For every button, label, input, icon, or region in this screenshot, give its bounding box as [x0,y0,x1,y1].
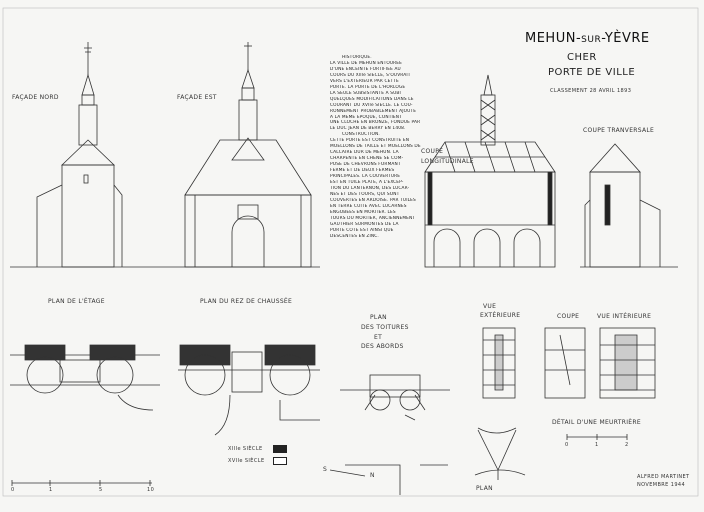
history-line: HISTORIQUE. [342,55,372,60]
orientation-s: S [323,466,328,473]
scale-1: 1 [595,442,599,448]
history-line: EST EN TUILE PLATE, A L'EXCEP- [330,180,404,186]
left-scale-0: 0 [11,487,15,493]
history-line: CALCAIRE DUR DE MEHUN. LA [330,150,399,156]
history-line: TION DU LANTERNON, DES LUCAR- [330,185,410,191]
facade-nord-drawing [36,42,123,268]
facade-est-drawing [184,42,312,268]
history-line: LA VILLE DE MEHUN ENTOURÉE [330,60,403,66]
coupe-transversale-drawing [580,143,678,268]
history-line: COURANT DU XVIIe SIÈCLE. LE COU- [330,102,413,108]
label-coupe-long-1: COUPE [421,148,444,155]
legend-xvii: XVIIe SIÈCLE [228,458,265,464]
label-plan: PLAN [476,485,493,492]
history-line: FERME ET DE DEUX FERMES [330,168,395,174]
history-line: VERS L'EXTÉRIEUR PAR CETTE [330,78,399,84]
label-plan-rdc: PLAN DU REZ DE CHAUSSÉE [200,298,293,305]
label-coupe-long-2: LONGITUDINALE [421,158,474,165]
coupe-longitudinale-drawing [424,74,556,268]
plan-etage-drawing [10,344,160,486]
history-line: PRINCIPALES. LA COUVERTURE [330,174,401,180]
history-line: RONNEMENT PROBABLEMENT AJOUTÉ [330,108,417,114]
history-line: A LA MÊME ÉPOQUE, CONTIENT [330,114,402,120]
scale-2: 2 [625,442,629,448]
label-plan-toit-1: PLAN [370,314,387,321]
history-line: PORTE CÔTÉ EST AINSI QUE [330,227,394,233]
sheet-border [2,7,699,497]
title-main: MEHUN-SUR-YÈVRE [525,31,650,46]
history-line: UNE CLOCHE EN BRONZE, FONDUE PAR [330,120,421,126]
title-classement: CLASSEMENT 28 AVRIL 1893 [550,88,632,94]
history-line: LE DUC JEAN DE BERRY EN 1408. [330,126,406,132]
history-line: ENGOBÉES EN MORTIER. LES [330,209,396,215]
label-vue-ext-2: EXTÉRIEURE [480,312,521,319]
history-line: DESCENTES EN ZINC. [330,233,379,239]
history-line: CHARPENTE EN CHÊNE SE COM- [330,156,404,162]
orientation-n: N [370,472,375,479]
meurtriere-drawings [474,327,656,480]
label-plan-toit-2: DES TOITURES [361,324,409,331]
history-line: CONSTRUCTION. [342,132,380,138]
label-detail: DÉTAIL D'UNE MEURTRIÈRE [552,419,641,426]
history-line: MOELLONS DE TAILLE ET MOELLONS DE [330,144,421,150]
history-line: COUVERTES EN ARDOISE. PAR TUILES [330,197,416,203]
scale-0: 0 [565,442,569,448]
signature-author: ALFRED MARTINET [637,474,690,480]
label-vue-ext-1: VUE [483,303,497,310]
history-line: COURS DU XIIIe SIÈCLE, S'OUVRAIT [330,72,411,78]
signature-date: NOVEMBRE 1944 [637,482,686,488]
history-line: POSE DE CHEVRONS FORMANT [330,162,401,168]
plan-toitures-drawing [340,374,450,495]
plan-rdc-drawing [178,344,320,436]
history-line: QUELQUES MODIFICATIONS DANS LE [330,96,414,102]
history-line: D'UNE ENCEINTE FORTIFIÉE AU [330,66,401,72]
left-scale-5: 5 [99,487,103,493]
label-plan-etage: PLAN DE L'ÉTAGE [48,298,105,305]
history-line: LA SEULE SUBSISTANTE A SUBI [330,90,401,96]
label-plan-toit-4: DES ABORDS [361,343,404,350]
history-line: PORTE. LA PORTE DE L'HORLOGE [330,84,406,90]
left-scale-10: 10 [147,487,155,493]
history-line: CETTE PORTE EST CONSTRUITE EN [330,138,410,144]
history-line: GAUTHIER SURMONTÉS DE LA [330,221,399,227]
legend-swatch-xvii [273,457,287,465]
label-facade-nord: FAÇADE NORD [12,94,59,101]
history-line: NES ET DES TOURS, QUI SONT [330,191,400,197]
title-department: CHER [567,52,597,63]
history-line: TOURS DU MORTIER, ANCIENNEMENT [330,215,416,221]
title-subject: PORTE DE VILLE [548,67,636,78]
label-vue-int: VUE INTÉRIEURE [597,313,652,320]
label-coupe-trans: COUPE TRANVERSALE [583,127,655,134]
label-plan-toit-3: ET [374,334,383,341]
history-line: EN TERRE CUITE AVEC LUCARNES [330,203,407,209]
legend-swatch-xiii [273,445,287,453]
label-coupe: COUPE [557,313,580,320]
orientation-line [329,469,366,477]
left-scale-1: 1 [49,487,53,493]
label-facade-est: FAÇADE EST [177,94,217,101]
legend-xiii: XIIIe SIÈCLE [228,446,263,452]
